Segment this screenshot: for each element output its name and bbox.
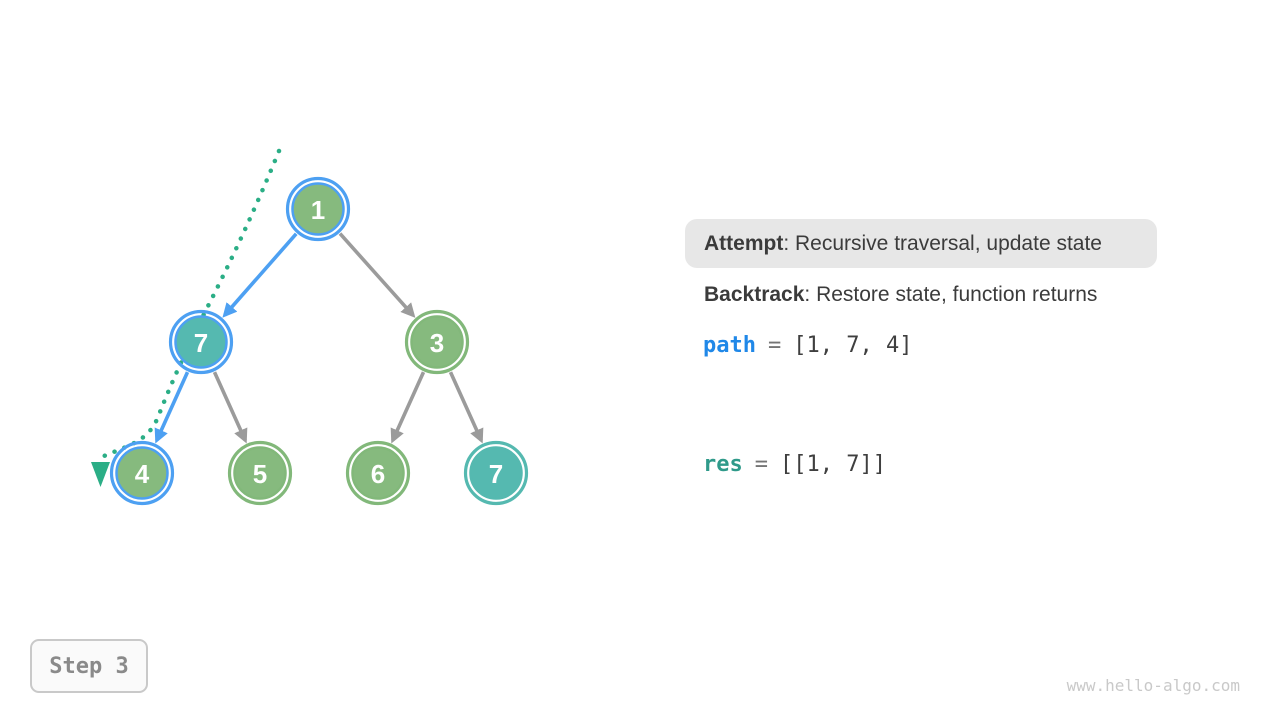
- tree-diagram: 1 7 3 4 5 6 7: [91, 148, 529, 506]
- tree-node-4: 4: [109, 440, 175, 506]
- tree-node-7-left: 7: [168, 309, 234, 375]
- node-ring: [404, 309, 470, 375]
- node-label: 4: [135, 459, 150, 489]
- res-variable-value: [[1, 7]]: [780, 452, 886, 477]
- node-label: 5: [253, 459, 267, 489]
- node-ring: [168, 309, 234, 375]
- node-circle: [115, 446, 169, 500]
- traversal-trace-arrowhead-icon: [91, 462, 110, 487]
- node-ring: [227, 440, 293, 506]
- edge-7-5: [212, 371, 248, 444]
- node-circle: [410, 315, 464, 369]
- node-ring: [109, 440, 175, 506]
- res-variable-name: res: [703, 452, 743, 477]
- node-circle: [469, 446, 523, 500]
- backtrack-text: : Restore state, function returns: [804, 283, 1098, 306]
- attempt-text: : Recursive traversal, update state: [783, 232, 1102, 255]
- tree-node-5: 5: [227, 440, 293, 506]
- node-circle: [351, 446, 405, 500]
- path-variable-name: path: [703, 333, 756, 358]
- traversal-trace-dotted-path: [101, 148, 282, 459]
- edge-1-3: [338, 232, 416, 318]
- tree-node-6: 6: [345, 440, 411, 506]
- path-equals-sign: =: [767, 333, 782, 358]
- tree-node-1: 1: [285, 176, 351, 242]
- node-label: 7: [489, 459, 503, 489]
- node-label: 6: [371, 459, 385, 489]
- node-label: 7: [194, 328, 208, 358]
- node-ring: [463, 440, 529, 506]
- tree-node-3: 3: [404, 309, 470, 375]
- step-badge: Step 3: [30, 639, 148, 693]
- attempt-label: Attempt: [704, 232, 784, 255]
- node-label: 3: [430, 328, 444, 358]
- edge-3-6: [390, 371, 426, 444]
- tree-node-7-right: 7: [463, 440, 529, 506]
- node-circle: [233, 446, 287, 500]
- backtrack-label: Backtrack: [704, 283, 805, 306]
- edge-3-7: [448, 371, 484, 444]
- backtrack-line: Backtrack: Restore state, function retur…: [704, 283, 1097, 307]
- watermark: www.hello-algo.com: [1066, 676, 1240, 695]
- node-circle: [174, 315, 228, 369]
- node-circle: [291, 182, 345, 236]
- res-variable-line: res = [[1, 7]]: [703, 452, 886, 477]
- path-variable-line: path = [1, 7, 4]: [703, 333, 912, 358]
- path-variable-value: [1, 7, 4]: [793, 333, 913, 358]
- res-equals-sign: =: [754, 452, 768, 477]
- edge-7-4: [154, 371, 190, 444]
- node-ring: [345, 440, 411, 506]
- node-ring: [285, 176, 351, 242]
- step-badge-label: Step 3: [49, 653, 129, 679]
- edge-1-7: [222, 232, 298, 318]
- node-label: 1: [311, 195, 325, 225]
- attempt-callout: Attempt: Recursive traversal, update sta…: [685, 219, 1157, 268]
